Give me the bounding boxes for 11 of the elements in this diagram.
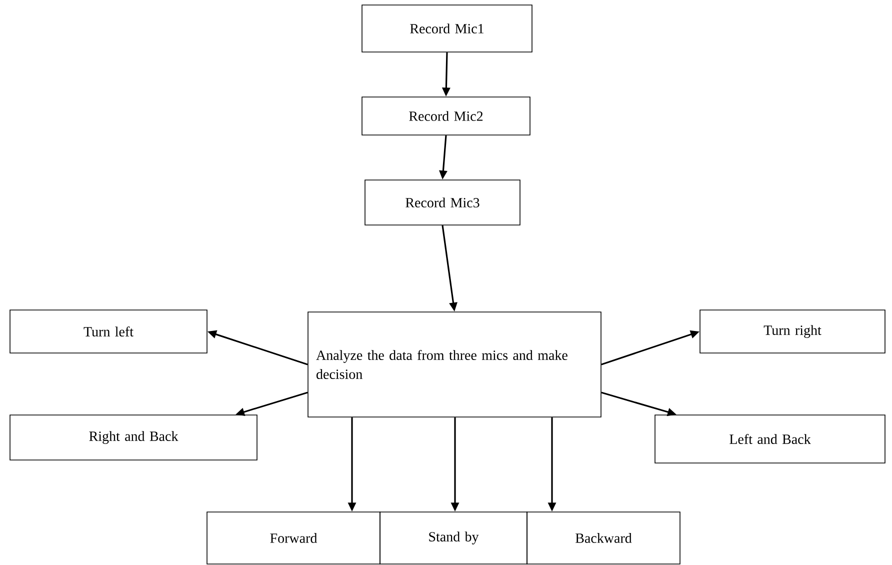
process-box: Forward — [206, 512, 380, 564]
process-box: Record Mic2 — [362, 96, 530, 136]
process-box: Record Mic1 — [362, 4, 532, 52]
process-box: Right and Back — [10, 414, 258, 460]
process-box: Backward — [526, 512, 680, 564]
process-box: Record Mic3 — [364, 180, 520, 226]
process-box: Left and Back — [654, 414, 886, 464]
process-box: Turn left — [10, 310, 208, 354]
process-box: Analyze the data from three mics and make decision — [308, 312, 602, 418]
process-box: Turn right — [700, 310, 886, 354]
process-box: Stand by — [380, 512, 528, 564]
